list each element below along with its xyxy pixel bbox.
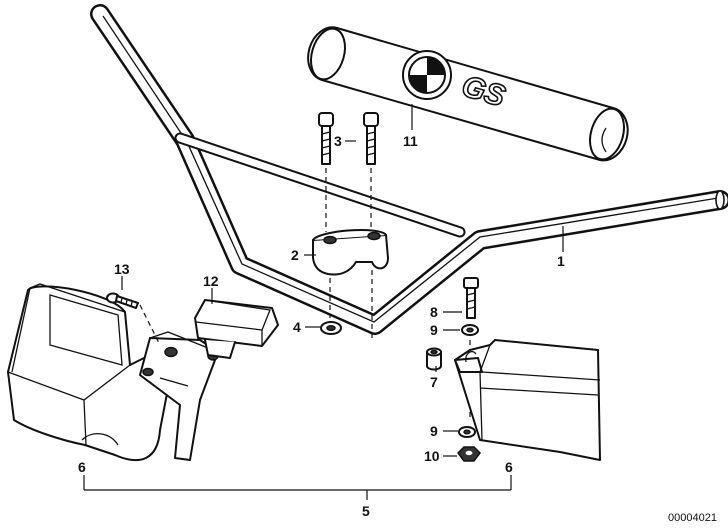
leader-lines: [83, 104, 564, 500]
callout-1: 1: [557, 253, 565, 269]
callout-7: 7: [430, 374, 438, 390]
callout-4: 4: [293, 319, 301, 335]
callout-labels: 1 2 3 4 5 6 6 7 8 9 9 10 11 12 13: [78, 133, 565, 519]
pad-logo-text: GS: [458, 70, 509, 114]
reference-code: 00004021: [668, 512, 717, 524]
handlebar: [90, 4, 728, 335]
washer: [320, 321, 342, 335]
screw-8: [463, 277, 479, 319]
block-12: [194, 299, 279, 359]
bushing-7: [426, 347, 442, 371]
callout-9-lower: 9: [430, 423, 438, 439]
callout-6-right: 6: [505, 459, 513, 475]
callout-13: 13: [114, 261, 130, 277]
screw-13: [106, 292, 161, 346]
callout-12: 12: [203, 273, 219, 289]
callout-9-upper: 9: [430, 322, 438, 338]
washer-9-lower: [458, 426, 476, 438]
callout-6-left: 6: [78, 459, 86, 475]
handlebar-clamp: [312, 228, 389, 340]
washer-9-upper: [461, 324, 479, 336]
hand-guard-left: [7, 283, 171, 462]
handlebar-pad: GS: [307, 26, 629, 162]
callout-11: 11: [403, 133, 418, 149]
hand-guard-right: [454, 339, 601, 461]
nut-10: [457, 446, 481, 462]
clamp-screws: [318, 112, 379, 232]
callout-5: 5: [362, 503, 370, 519]
roundel-logo-icon: [402, 50, 452, 100]
callout-2: 2: [291, 247, 299, 263]
callout-3: 3: [334, 133, 342, 149]
callout-10: 10: [424, 448, 440, 464]
callout-8: 8: [430, 304, 438, 320]
